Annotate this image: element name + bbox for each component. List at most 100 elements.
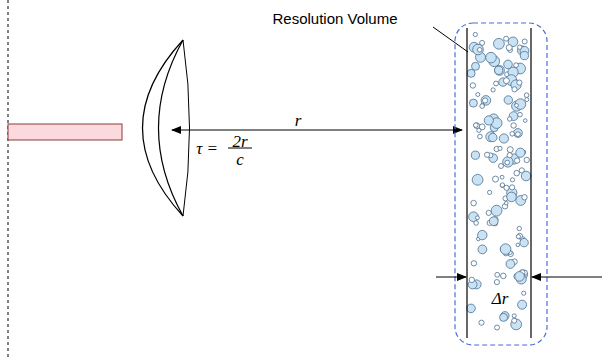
scatterer [474, 221, 479, 226]
scatterer [494, 280, 499, 285]
scatterer [499, 164, 504, 169]
scatterer [489, 217, 498, 226]
dimension-arrow [532, 277, 602, 278]
scatterer [493, 176, 499, 182]
scatterer [516, 148, 525, 157]
scatterer [514, 129, 523, 138]
width-label: Δr [490, 290, 511, 307]
scatterer [516, 235, 520, 239]
range-label: r [295, 112, 302, 129]
scatterer [467, 69, 475, 77]
scatterer [500, 183, 504, 187]
scatterer [489, 154, 498, 163]
scatterer [500, 175, 504, 179]
volume-label: Resolution Volume [272, 11, 397, 26]
scatterer [486, 52, 497, 63]
scatterer [522, 39, 527, 44]
scatterer [515, 272, 525, 282]
scatterer [503, 157, 513, 167]
dish-front [159, 40, 184, 216]
scatterer [491, 205, 502, 216]
scatterer [500, 244, 511, 255]
scatterer [480, 104, 485, 109]
scatterer [516, 243, 520, 247]
scatterer [512, 318, 517, 323]
scatterer [510, 178, 514, 182]
scatterer [505, 201, 509, 205]
scatterer [507, 192, 517, 202]
scatterer [495, 272, 500, 277]
scatterer [495, 66, 505, 76]
scatterer [469, 212, 479, 222]
scatterer [512, 314, 516, 318]
volume-edge [466, 28, 467, 338]
scatterer [521, 171, 531, 181]
scatterer [494, 38, 505, 49]
scatterer [517, 80, 522, 85]
scatterer [512, 87, 517, 92]
scatterer [524, 93, 529, 98]
scatterer [477, 48, 482, 53]
scatterer [507, 147, 513, 153]
ground-reference-line [8, 0, 9, 359]
scatterer [507, 153, 512, 158]
scatterer [474, 123, 479, 128]
scatterer [467, 304, 476, 313]
scatterer [488, 190, 492, 194]
scatterer [511, 319, 522, 330]
scatterer [489, 133, 497, 141]
feed-waveguide [8, 124, 122, 140]
delay-denominator: c [236, 151, 244, 168]
dish-rim [183, 40, 190, 216]
scatterer [520, 238, 528, 246]
scatterer [508, 117, 512, 121]
scatterer [517, 233, 523, 239]
scatterer [514, 170, 520, 176]
scatterer [523, 119, 527, 123]
scatterer [516, 132, 521, 137]
scatterer [485, 152, 490, 157]
delay-numerator: 2r [232, 133, 247, 150]
scatterer [510, 132, 515, 137]
scatterer [495, 66, 503, 74]
scatterer [504, 96, 512, 104]
scatterer [472, 62, 480, 70]
scatterer [474, 123, 480, 129]
range-arrow [172, 130, 462, 131]
dish-back [143, 40, 184, 216]
scatterer [495, 325, 500, 330]
scatterer [473, 44, 484, 55]
scatterer [469, 277, 474, 282]
scatterer [515, 104, 519, 108]
scatterer [491, 88, 495, 92]
scatterer [514, 158, 519, 163]
scatterer [500, 313, 508, 321]
scatterer [471, 151, 479, 159]
scatterer [471, 261, 476, 266]
scatterer [470, 83, 475, 88]
scatterer [522, 291, 526, 295]
scatterer [494, 81, 499, 86]
dimension-arrow [436, 277, 466, 278]
scatterer [500, 184, 504, 188]
scatterer [479, 320, 484, 325]
scatterer [486, 210, 491, 215]
volume-edge [530, 28, 531, 338]
scatterer [514, 63, 519, 68]
scatterer [503, 78, 509, 84]
scatterer [518, 45, 522, 49]
scatterer [522, 195, 527, 200]
scatterer [505, 160, 510, 165]
scatterer [501, 273, 507, 279]
scatterer [511, 123, 516, 128]
scatterer [524, 157, 529, 162]
scatterer [476, 216, 480, 220]
scatterer [499, 134, 508, 143]
scatterer [506, 260, 515, 269]
resolution-volume-outline [455, 23, 547, 345]
scatterer [471, 200, 477, 206]
scatterer [498, 146, 502, 150]
scatterer [517, 226, 521, 230]
